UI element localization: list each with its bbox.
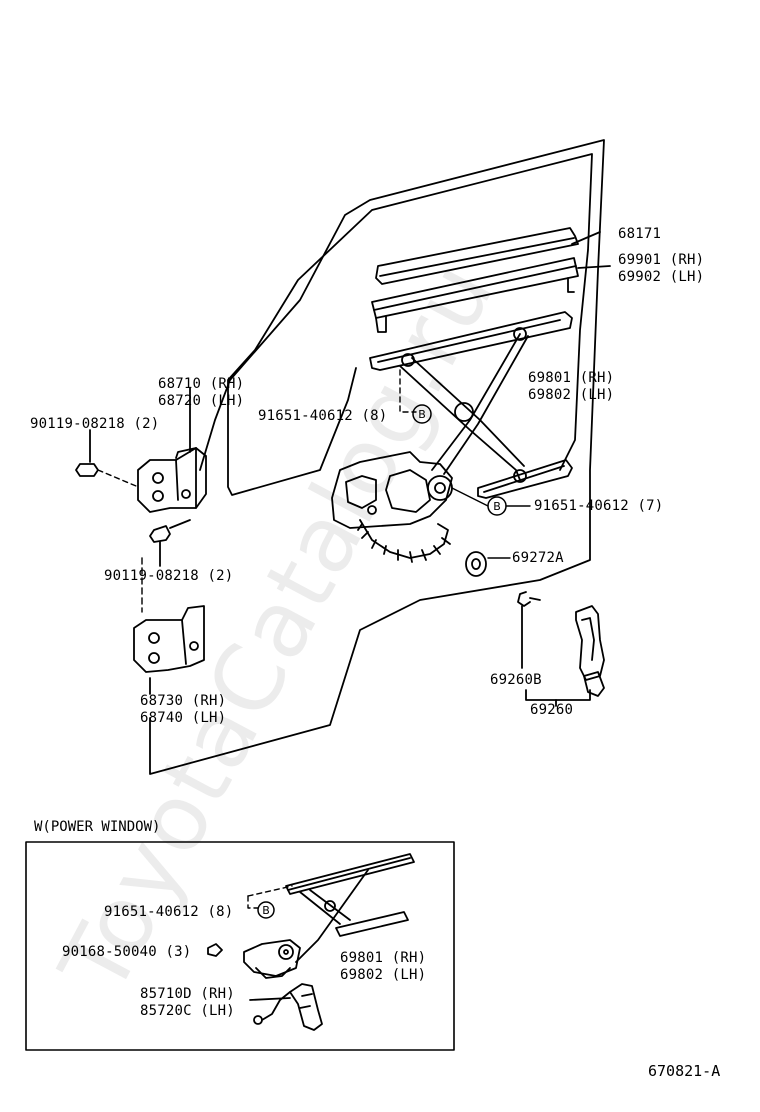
- label-69272a[interactable]: 69272A: [512, 550, 564, 566]
- label-pw-bolt[interactable]: 90168-50040 (3): [62, 944, 192, 960]
- label-69902[interactable]: 69902 (LH): [618, 269, 705, 285]
- washer-69272a: [465, 551, 511, 577]
- callout-b-upper: B: [418, 408, 426, 421]
- run-channel-68171: [375, 227, 601, 285]
- label-68710[interactable]: 68710 (RH): [158, 376, 245, 392]
- label-69260b[interactable]: 69260B: [490, 672, 542, 688]
- window-regulator: [331, 311, 573, 563]
- hinge-bolts: [75, 429, 191, 567]
- label-screw-upper[interactable]: 91651-40612 (8): [258, 408, 388, 424]
- label-68730[interactable]: 68730 (RH): [140, 693, 227, 709]
- power-window-title: W(POWER WINDOW): [34, 819, 161, 835]
- label-68720[interactable]: 68720 (LH): [158, 393, 245, 409]
- label-69901[interactable]: 69901 (RH): [618, 252, 705, 268]
- upper-hinge: [137, 387, 207, 513]
- label-69260[interactable]: 69260: [530, 702, 574, 718]
- power-window-regulator: [207, 853, 415, 979]
- label-pw-motor-lh[interactable]: 85720C (LH): [140, 1003, 235, 1019]
- label-pw-motor-rh[interactable]: 85710D (RH): [140, 986, 235, 1002]
- callout-b-right: B: [493, 500, 501, 513]
- channel-69901: [371, 257, 611, 333]
- label-bolt-bottom[interactable]: 90119-08218 (2): [104, 568, 234, 584]
- label-69801[interactable]: 69801 (RH): [528, 370, 615, 386]
- label-68171[interactable]: 68171: [618, 226, 662, 242]
- lower-hinge: [133, 557, 205, 695]
- window-handle: [517, 591, 605, 707]
- label-69802[interactable]: 69802 (LH): [528, 387, 615, 403]
- label-pw-69801[interactable]: 69801 (RH): [340, 950, 427, 966]
- callout-b-power: B: [262, 904, 270, 917]
- label-pw-69802[interactable]: 69802 (LH): [340, 967, 427, 983]
- power-window-motor: [249, 983, 323, 1031]
- label-bolt-top[interactable]: 90119-08218 (2): [30, 416, 160, 432]
- label-68740[interactable]: 68740 (LH): [140, 710, 227, 726]
- figure-code: 670821-A: [648, 1062, 721, 1080]
- label-pw-screw[interactable]: 91651-40612 (8): [104, 904, 234, 920]
- door-frame: [149, 139, 605, 775]
- label-screw-right[interactable]: 91651-40612 (7): [534, 498, 664, 514]
